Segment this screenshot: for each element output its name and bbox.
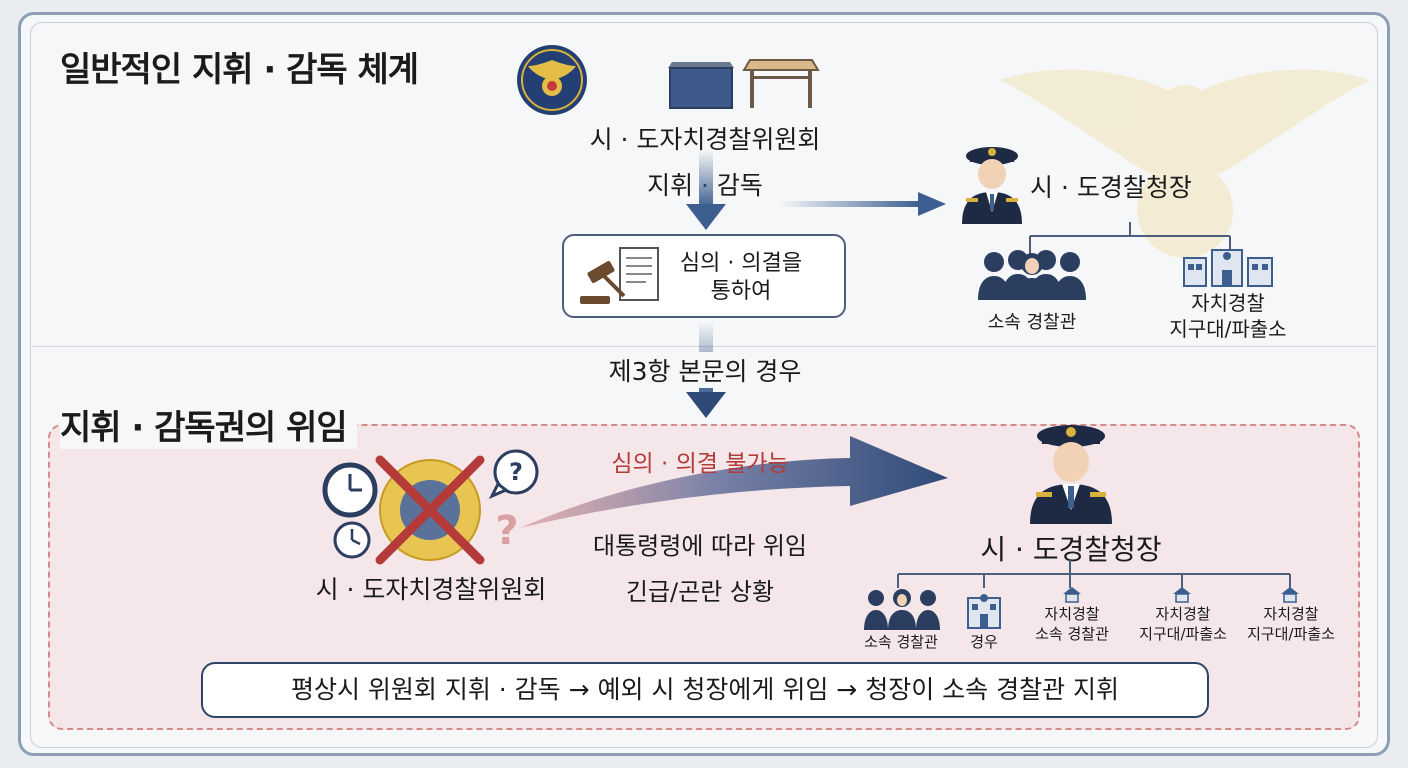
general-section-title: 일반적인 지휘 · 감독 체계 [60,50,419,90]
unit-2-label: 경우 [970,633,998,651]
unit-5-line-1: 자치경찰 [1263,605,1319,623]
question-bubble-icon: ? [488,449,539,499]
police-chief-icon [962,147,1022,224]
officer-group-icon [978,250,1086,300]
delegation-arrow-icon [520,436,948,528]
gavel-document-icon [580,247,659,304]
delegation-section-title: 지휘 · 감독권의 위임 [60,400,357,449]
urgent-label: 긴급/곤란 상황 [625,578,775,606]
process-line-1: 심의 · 의결을 [679,251,803,276]
police-chief-icon [1030,425,1112,524]
house-icon [1281,587,1299,603]
district-line-1: 자치경찰 [1191,291,1265,315]
summary-banner: 평상시 위원회 지휘 · 감독 → 예외 시 청장에게 위임 → 청장이 소속 … [201,662,1209,718]
wooden-table-icon [742,59,820,108]
officer-group-icon [864,589,940,630]
unit-1-label: 소속 경찰관 [864,633,938,651]
inner-frame [30,22,1378,748]
delegation-committee-label: 시 · 도자치경찰위원회 [315,575,547,604]
impossible-label: 심의 · 의결 불가능 [611,451,789,477]
deliberation-box: 심의 · 의결을 통하여 [562,234,846,318]
house-icon [1173,587,1191,603]
unit-3-line-2: 소속 경찰관 [1035,625,1109,643]
district-line-2: 지구대/파출소 [1169,317,1287,341]
unit-4-line-1: 자치경찰 [1155,605,1211,623]
right-arrow-icon [780,192,946,216]
process-line-2: 통하여 [710,279,772,304]
small-clock-icon [333,521,371,559]
down-arrow-icon [686,150,726,230]
officers-label: 소속 경찰관 [987,312,1077,333]
svg-text:?: ? [509,458,523,486]
police-station-icon [1183,249,1273,287]
delegate-label: 대통령령에 따라 위임 [593,532,807,560]
clock-icon [322,462,378,518]
eagle-watermark-icon [1000,69,1370,258]
unit-3-line-1: 자치경찰 [1044,605,1100,623]
crossed-emblem-icon [375,455,485,565]
committee-label: 시 · 도자치경찰위원회 [589,125,821,154]
org-connector [897,560,1291,588]
unit-4-line-2: 지구대/파출소 [1139,625,1227,643]
chief-label: 시 · 도경찰청장 [1030,173,1192,202]
house-icon [1063,587,1081,603]
police-station-icon [967,594,1001,629]
question-mark-icon: ? [495,508,518,554]
unit-5-line-2: 지구대/파출소 [1247,625,1335,643]
transition-label: 제3항 본문의 경우 [570,352,840,388]
svg-text:?: ? [495,508,518,554]
police-emblem-icon [517,45,587,115]
meeting-desk-icon [668,62,734,109]
